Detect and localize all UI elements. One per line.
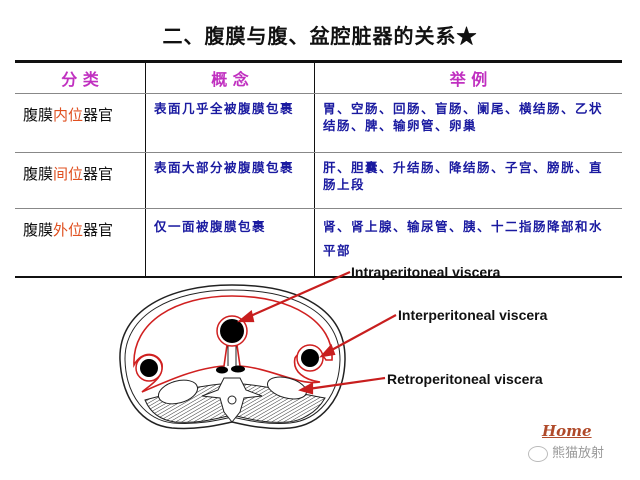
concept-cell: 表面几乎全被腹膜包裹 — [145, 93, 315, 153]
table-header-row: 分 类 概 念 举 例 — [15, 60, 622, 94]
category-prefix: 腹膜 — [23, 165, 54, 183]
home-link[interactable]: Home — [542, 422, 592, 440]
wechat-icon — [528, 445, 548, 462]
category-highlight: 间位 — [53, 165, 84, 183]
intra-arrow — [245, 270, 351, 320]
inter-arrow — [327, 314, 397, 353]
retro-arrow — [307, 376, 386, 391]
category-prefix: 腹膜 — [23, 106, 54, 124]
concept-cell: 表面大部分被腹膜包裹 — [145, 152, 315, 209]
category-suffix: 器官 — [83, 165, 114, 183]
table-row: 腹膜内位器官 表面几乎全被腹膜包裹 胃、空肠、回肠、盲肠、阑尾、横结肠、乙状结肠… — [15, 93, 622, 153]
examples-cell: 肾、肾上腺、输尿管、胰、十二指肠降部和水平部 — [314, 208, 622, 278]
label-retroperitoneal: Retroperitoneal viscera — [387, 371, 543, 387]
header-examples: 举 例 — [314, 60, 622, 94]
category-suffix: 器官 — [83, 221, 114, 239]
label-intraperitoneal: Intraperitoneal viscera — [351, 264, 501, 280]
category-suffix: 器官 — [83, 106, 114, 124]
category-highlight: 内位 — [53, 106, 84, 124]
peritoneum-relation-table: 分 类 概 念 举 例 腹膜内位器官 表面几乎全被腹膜包裹 胃、空肠、回肠、盲肠… — [15, 60, 622, 278]
examples-cell: 胃、空肠、回肠、盲肠、阑尾、横结肠、乙状结肠、脾、输卵管、卵巢 — [314, 93, 622, 153]
label-interperitoneal: Interperitoneal viscera — [398, 307, 548, 323]
category-highlight: 外位 — [53, 221, 84, 239]
right-kidney — [267, 376, 307, 400]
left-interperitoneal-organ — [140, 359, 158, 377]
table-row: 腹膜外位器官 仅一面被腹膜包裹 肾、肾上腺、输尿管、胰、十二指肠降部和水平部 — [15, 208, 622, 278]
header-concept: 概 念 — [145, 60, 315, 94]
right-interperitoneal-organ — [301, 349, 319, 367]
category-cell: 腹膜外位器官 — [15, 208, 146, 278]
examples-cell: 肝、胆囊、升结肠、降结肠、子宫、膀胱、直肠上段 — [314, 152, 622, 209]
intraperitoneal-organ — [220, 319, 244, 343]
watermark: 熊猫放射 — [528, 442, 604, 462]
abdominal-cross-section-diagram — [119, 270, 397, 430]
concept-cell: 仅一面被腹膜包裹 — [145, 208, 315, 278]
category-cell: 腹膜间位器官 — [15, 152, 146, 209]
category-prefix: 腹膜 — [23, 221, 54, 239]
table-row: 腹膜间位器官 表面大部分被腹膜包裹 肝、胆囊、升结肠、降结肠、子宫、膀胱、直肠上… — [15, 152, 622, 209]
category-cell: 腹膜内位器官 — [15, 93, 146, 153]
left-kidney — [157, 379, 199, 405]
header-category: 分 类 — [15, 60, 146, 94]
watermark-text: 熊猫放射 — [552, 446, 605, 461]
page-title: 二、腹膜与腹、盆腔脏器的关系★ — [162, 24, 478, 48]
peritoneum-line — [133, 295, 333, 393]
